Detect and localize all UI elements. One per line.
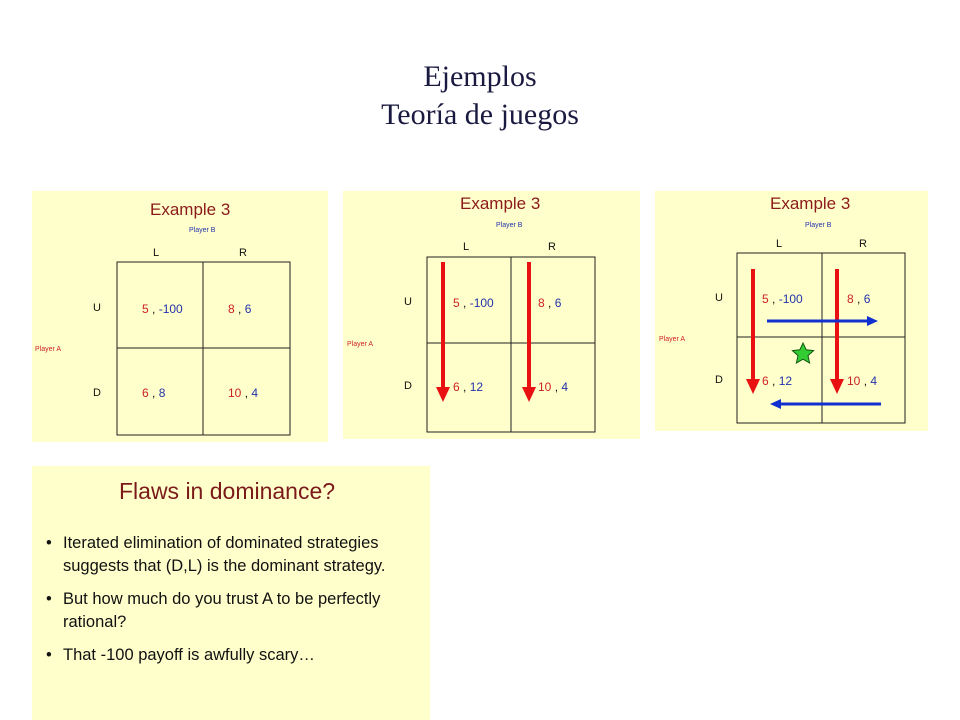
cell-dr: 10 , 4 <box>538 380 568 394</box>
bullet-item: But how much do you trust A to be perfec… <box>46 588 416 634</box>
row-label-u: U <box>93 302 101 314</box>
cell-dr: 10 , 4 <box>847 374 877 388</box>
player-b-label: Player B <box>189 227 216 234</box>
row-label-u: U <box>715 292 723 304</box>
panel-title: Example 3 <box>460 194 540 213</box>
left-arrow-bottom-row <box>770 399 881 409</box>
row-label-d: D <box>404 380 412 392</box>
cell-ur: 8 , 6 <box>538 296 562 310</box>
player-b-label: Player B <box>805 222 832 229</box>
payoff-grid <box>736 252 906 424</box>
col-label-l: L <box>463 241 469 253</box>
cell-ul: 5 , -100 <box>142 302 183 316</box>
panel-title: Example 3 <box>770 194 850 213</box>
star-icon <box>791 341 815 364</box>
bullet-item: That -100 payoff is awfully scary… <box>46 644 416 667</box>
bullet-item: Iterated elimination of dominated strate… <box>46 532 416 578</box>
flaws-title: Flaws in dominance? <box>119 478 336 504</box>
cell-ur: 8 , 6 <box>228 302 252 316</box>
down-arrow-left-column <box>746 269 760 394</box>
bullet-list: Iterated elimination of dominated strate… <box>46 532 416 677</box>
down-arrow-right-column <box>830 269 844 394</box>
col-label-r: R <box>859 238 867 250</box>
example-panel-3: Example 3 Player B L R U D Player A 5 , … <box>655 191 928 431</box>
right-arrow-top-row <box>767 316 878 326</box>
row-label-u: U <box>404 296 412 308</box>
cell-dr: 10 , 4 <box>228 386 258 400</box>
col-label-r: R <box>548 241 556 253</box>
cell-dl: 6 , 12 <box>453 380 483 394</box>
row-label-d: D <box>715 374 723 386</box>
player-a-label: Player A <box>659 336 685 343</box>
col-label-l: L <box>776 238 782 250</box>
cell-dl: 6 , 12 <box>762 374 792 388</box>
row-label-d: D <box>93 387 101 399</box>
col-label-l: L <box>153 247 159 259</box>
slide-title-line2: Teoría de juegos <box>381 98 579 131</box>
example-panel-1: Example 3 Player B L R U D Player A 5 , … <box>32 191 328 442</box>
cell-ul: 5 , -100 <box>762 292 803 306</box>
down-arrow-right-column <box>522 262 536 402</box>
col-label-r: R <box>239 247 247 259</box>
slide-title-line1: Ejemplos <box>423 60 537 93</box>
player-b-label: Player B <box>496 222 523 229</box>
example-panel-2: Example 3 Player B L R U D Player A 5 , … <box>343 191 640 439</box>
payoff-grid <box>116 261 291 436</box>
panel-title: Example 3 <box>150 200 230 219</box>
player-a-label: Player A <box>35 346 61 353</box>
payoff-grid <box>426 256 596 433</box>
player-a-label: Player A <box>347 341 373 348</box>
cell-ul: 5 , -100 <box>453 296 494 310</box>
down-arrow-left-column <box>436 262 450 402</box>
flaws-in-dominance-box: Flaws in dominance? Iterated elimination… <box>32 466 430 720</box>
cell-ur: 8 , 6 <box>847 292 871 306</box>
cell-dl: 6 , 8 <box>142 386 166 400</box>
